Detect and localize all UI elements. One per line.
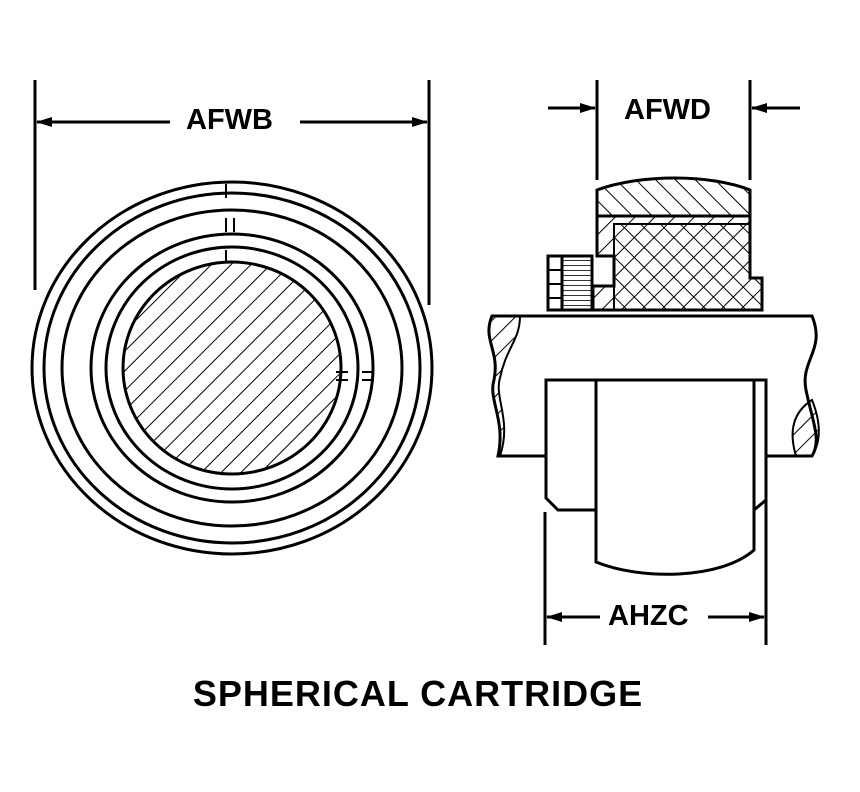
- housing-ring: [60, 208, 404, 528]
- ahzc-label: AHZC: [604, 602, 693, 631]
- housing-cap: [595, 176, 752, 218]
- afwb-label: AFWB: [180, 106, 279, 135]
- shaft-section: [121, 260, 343, 476]
- bearing-ring: [104, 245, 360, 491]
- shaft-break-right: [791, 398, 820, 457]
- housing-ring-inner: [89, 232, 375, 504]
- outer-ring-inner: [42, 191, 422, 545]
- side-view: [487, 80, 820, 645]
- outer-ring: [30, 180, 434, 556]
- inner-flange: [613, 223, 763, 311]
- front-view: [30, 80, 434, 556]
- shaft-break-left: [487, 315, 522, 457]
- cartridge-insert: [544, 378, 768, 576]
- afwd-label: AFWD: [620, 96, 715, 125]
- locking-collar: [560, 254, 594, 312]
- drawing-title: SPHERICAL CARTRIDGE: [192, 673, 644, 714]
